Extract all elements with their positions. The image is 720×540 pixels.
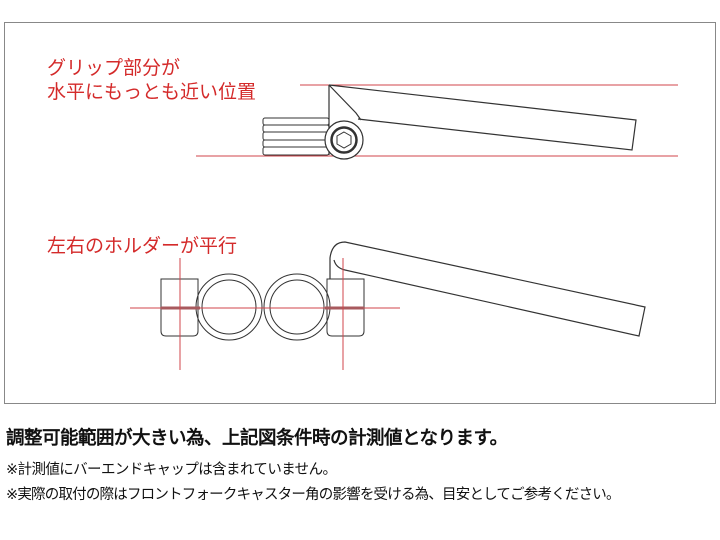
top-figure-label: グリップ部分が 水平にもっとも近い位置 [47, 56, 256, 104]
bar-arm [329, 241, 646, 337]
note-bar-end-cap: ※計測値にバーエンドキャップは含まれていません。 [6, 462, 337, 478]
bottom-figure-label: 左右のホルダーが平行 [47, 235, 238, 257]
top-figure-label-line2: 水平にもっとも近い位置 [47, 81, 257, 103]
note-caster-angle: ※実際の取付の際はフロントフォークキャスター角の影響を受ける為、目安としてご参考… [6, 487, 621, 503]
clamp-body [328, 84, 637, 155]
bolt-icon [324, 120, 364, 160]
bottom-figure [130, 241, 646, 370]
diagram-frame [4, 22, 716, 404]
top-figure [196, 84, 678, 160]
top-figure-label-line1: グリップ部分が [47, 57, 181, 79]
main-note: 調整可能範囲が大きい為、上記図条件時の計測値となります。 [6, 428, 508, 449]
spacer-stack [262, 117, 330, 156]
fork-tubes [195, 273, 331, 341]
